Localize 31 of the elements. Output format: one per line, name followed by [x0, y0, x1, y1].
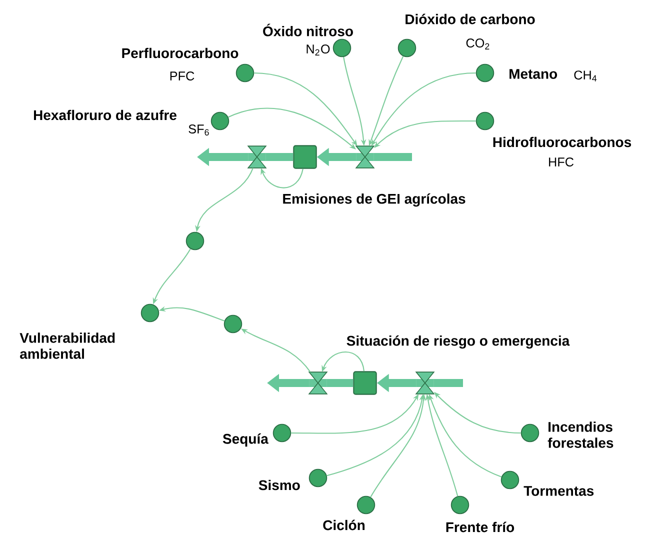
variable-label: Dióxido de carbono	[406, 14, 535, 24]
variable-label: Tormentas	[524, 486, 594, 496]
formula-label: CH$_{4}$	[574, 70, 597, 82]
formula-label: CO$_{2}$	[466, 38, 490, 50]
pipe	[434, 379, 463, 387]
formula-label: PFC	[170, 72, 194, 80]
valve-symbol	[308, 372, 328, 394]
variable-label: Hidrofluorocarbonos	[493, 136, 632, 148]
variable-label: Perfluorocarbono	[122, 48, 238, 58]
formula-label: N$_{2}$O	[306, 44, 330, 56]
pipe	[326, 379, 354, 387]
formula-label: SF$_{6}$	[188, 124, 209, 136]
variable-label: Situación de riesgo o emergencia	[346, 335, 570, 349]
variable-label: Sequía	[222, 433, 268, 447]
variable-label: Hexafloruro de azufre	[34, 110, 176, 120]
formula-label: HFC	[549, 158, 574, 166]
variable-label: Emisiones de GEI agrícolas	[283, 193, 466, 207]
valve-symbol	[355, 146, 375, 168]
variable-label: Incendios forestales	[548, 422, 614, 448]
pipe	[266, 153, 294, 161]
circle	[186, 232, 204, 250]
variable-label: Ciclón	[323, 520, 365, 530]
variable-label: Metano	[510, 69, 558, 79]
pipe	[374, 153, 412, 161]
valve-symbol	[247, 146, 267, 168]
circle	[224, 314, 242, 334]
variable-label: Sismo	[258, 480, 300, 490]
valve-symbol	[415, 372, 435, 394]
variable-label: Óxido nitroso	[263, 24, 353, 36]
variable-label: Vulnerabilidad ambiental	[20, 332, 115, 359]
variable-label: Frente frío	[446, 522, 514, 532]
